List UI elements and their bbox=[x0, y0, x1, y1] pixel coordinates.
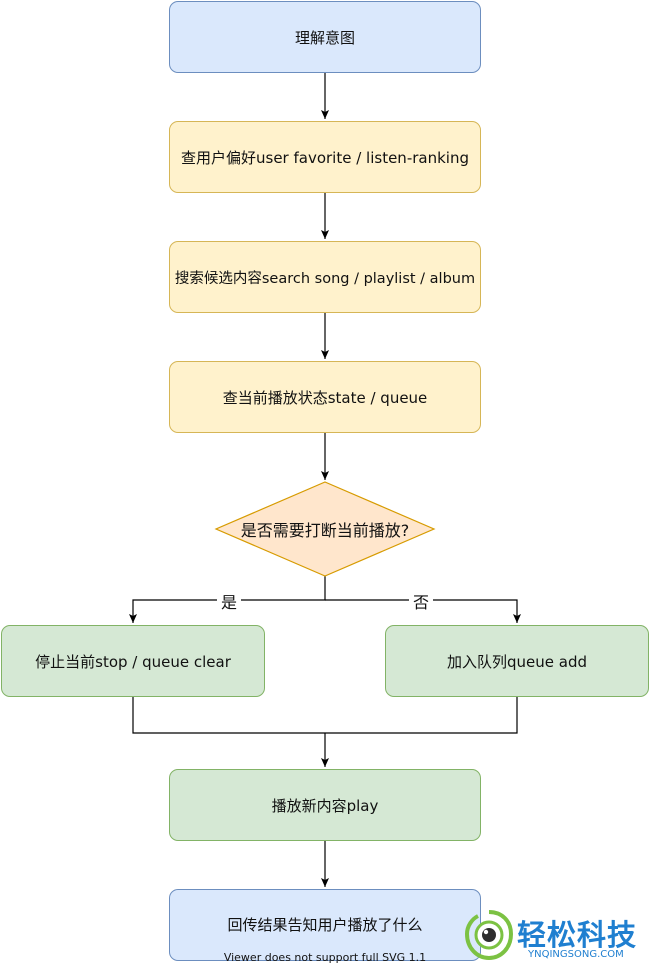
node-report-back-label: 回传结果告知用户播放了什么 bbox=[227, 916, 423, 934]
node-stop-current-label: 停止当前stop / queue clear bbox=[35, 652, 231, 671]
svg-support-note: Viewer does not support full SVG 1.1 bbox=[223, 951, 427, 964]
decision-diamond bbox=[214, 481, 436, 577]
node-add-to-queue: 加入队列queue add bbox=[385, 625, 649, 697]
node-check-playback-state: 查当前播放状态state / queue bbox=[169, 361, 481, 433]
node-add-to-queue-label: 加入队列queue add bbox=[447, 652, 587, 671]
watermark-title: 轻松科技 bbox=[517, 918, 638, 952]
node-query-preferences-label: 查用户偏好user favorite / listen-ranking bbox=[181, 148, 469, 167]
connector-stop-merge bbox=[132, 697, 518, 734]
node-query-preferences: 查用户偏好user favorite / listen-ranking bbox=[169, 121, 481, 193]
node-play-new-label: 播放新内容play bbox=[271, 796, 379, 815]
node-understand-intent: 理解意图 bbox=[169, 1, 481, 73]
node-understand-intent-label: 理解意图 bbox=[294, 28, 355, 47]
node-search-candidates-label: 搜索候选内容search song / playlist / album bbox=[174, 270, 476, 287]
node-report-back: 回传结果告知用户播放了什么 bbox=[169, 889, 481, 961]
connector-decision-no bbox=[325, 599, 521, 623]
node-stop-current: 停止当前stop / queue clear bbox=[1, 625, 265, 697]
edge-label-yes: 是 bbox=[216, 589, 242, 613]
watermark-emblem-icon bbox=[464, 910, 514, 961]
edge-label-no: 否 bbox=[408, 589, 434, 613]
watermark-subtitle: YNQINGSONG.COM bbox=[528, 949, 624, 960]
watermark-logo: 轻松科技 YNQINGSONG.COM bbox=[462, 908, 650, 962]
node-play-new: 播放新内容play bbox=[169, 769, 481, 841]
node-check-playback-state-label: 查当前播放状态state / queue bbox=[222, 388, 428, 407]
node-search-candidates: 搜索候选内容search song / playlist / album bbox=[169, 241, 481, 313]
decision-label: 是否需要打断当前播放? bbox=[240, 521, 410, 540]
